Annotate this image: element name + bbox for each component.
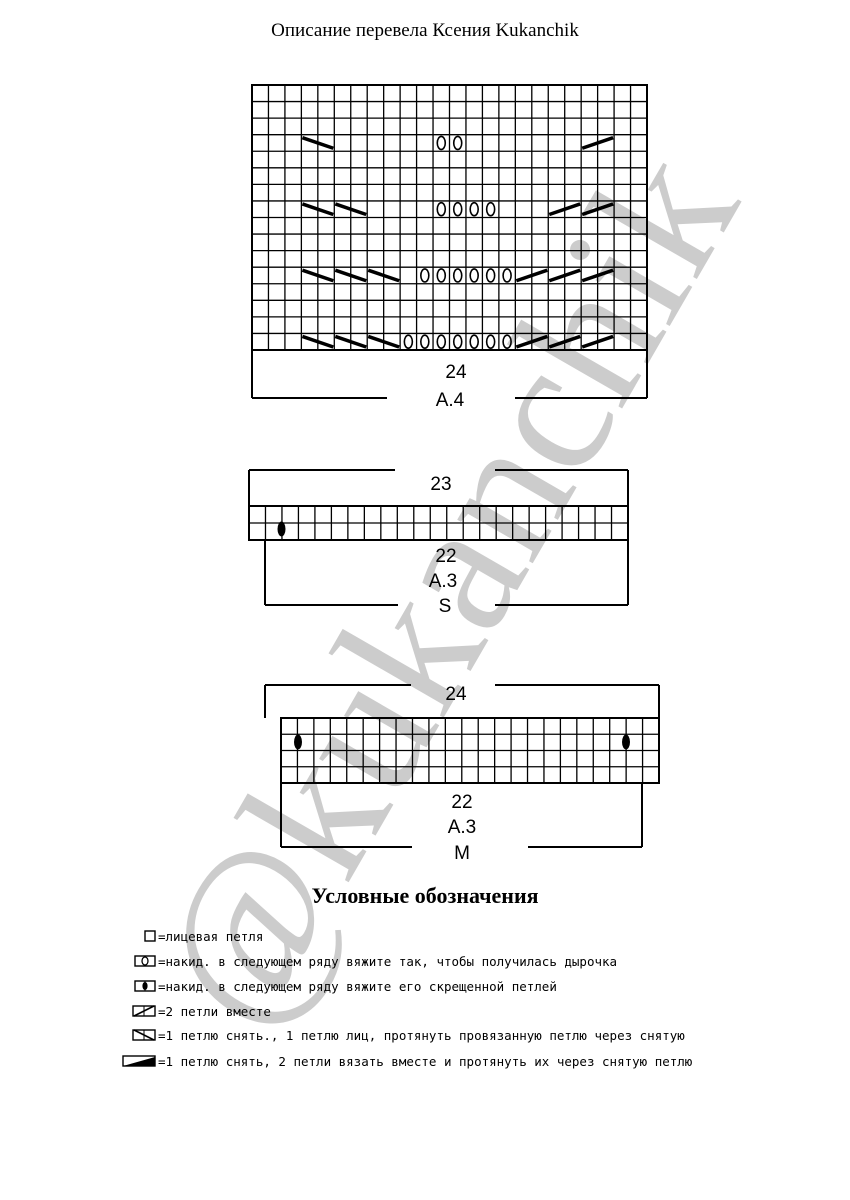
skp-mark	[301, 136, 334, 150]
a3-s-top-label: 23	[430, 474, 451, 495]
skp-icon	[122, 1029, 156, 1041]
legend-item-sk2p: =1 петлю снять, 2 петли вязать вместе и …	[122, 1051, 692, 1071]
skp-mark	[301, 202, 334, 217]
k2tog-mark	[548, 202, 581, 217]
knit-square-icon	[122, 930, 156, 942]
k2tog-icon	[122, 1005, 156, 1017]
yarn-over-eyelet	[420, 334, 430, 350]
a3-m-width-bracket	[280, 783, 643, 848]
a3-m-stitch-grid	[280, 717, 660, 784]
a3-m-twisted-yarn-over-left	[294, 734, 302, 750]
a3-s-width-bracket	[264, 540, 629, 606]
yarn-over-eyelet	[436, 201, 447, 217]
yarn-over-twisted-icon	[122, 980, 156, 992]
yarn-over-eyelet	[452, 201, 463, 217]
yarn-over-eyelet	[452, 268, 463, 283]
yarn-over-eyelet	[436, 334, 447, 350]
yarn-over-eyelet	[452, 334, 463, 350]
a3-s-width-label: 22	[435, 546, 456, 567]
diagram-a3-m: 24 22 A.3 M	[264, 684, 660, 864]
a3-s-size-label: S	[439, 596, 452, 617]
page-title: Описание перевела Ксения Kukanchik	[271, 20, 579, 41]
yarn-over-eyelet	[469, 334, 479, 350]
sk2p-icon	[122, 1055, 156, 1067]
k2tog-mark	[581, 202, 614, 217]
skp-mark	[334, 334, 367, 349]
a3-m-twisted-yarn-over-right	[622, 734, 630, 750]
legend-item-skp: =1 петлю снять., 1 петлю лиц, протянуть …	[122, 1025, 685, 1045]
a4-width-bracket	[251, 350, 648, 399]
yarn-over-eyelet	[485, 201, 496, 217]
yarn-over-eyelet	[502, 334, 512, 350]
legend-item-label: =накид. в следующем ряду вяжите его скре…	[158, 978, 557, 994]
yarn-over-eyelet	[436, 135, 447, 151]
a3-s-chart-name: A.3	[429, 571, 458, 592]
skp-mark	[301, 268, 334, 283]
a4-stitch-grid	[251, 84, 648, 351]
yarn-over-eyelet	[485, 268, 496, 283]
yarn-over-eyelet	[485, 334, 496, 350]
a4-chart-name: A.4	[436, 390, 465, 411]
legend-item-label: =1 петлю снять, 2 петли вязать вместе и …	[158, 1053, 693, 1069]
a3-m-size-label: M	[454, 843, 470, 864]
legend-item-label: =лицевая петля	[158, 928, 264, 944]
k2tog-mark	[548, 334, 581, 349]
k2tog-mark	[581, 334, 614, 349]
a3-m-chart-name: A.3	[448, 817, 477, 838]
yarn-over-eyelet-icon	[122, 955, 156, 967]
k2tog-mark	[581, 268, 614, 283]
chart-diagrams: 24 A.4 23 22 A.3 S 24	[248, 84, 660, 864]
legend-item-yarn-over-eyelet: =накид. в следующем ряду вяжите так, что…	[122, 951, 617, 971]
yarn-over-eyelet	[469, 201, 479, 217]
skp-mark	[334, 202, 367, 217]
a4-width-label: 24	[445, 362, 467, 383]
legend-item-knit: =лицевая петля	[122, 926, 263, 946]
yarn-over-eyelet	[436, 268, 447, 283]
diagram-a4: 24 A.4	[251, 84, 648, 411]
diagram-a3-s: 23 22 A.3 S	[248, 469, 629, 617]
legend-item-yarn-over-twisted: =накид. в следующем ряду вяжите его скре…	[122, 976, 557, 996]
a3-s-stitch-grid	[248, 505, 629, 541]
yarn-over-eyelet	[502, 268, 512, 283]
legend-item-k2tog: =2 петли вместе	[122, 1001, 271, 1021]
a3-m-width-label: 22	[451, 792, 472, 813]
legend-item-label: =2 петли вместе	[158, 1003, 271, 1019]
yarn-over-eyelet	[403, 334, 414, 350]
k2tog-mark	[548, 268, 581, 283]
legend-title: Условные обозначения	[311, 883, 539, 908]
legend-item-label: =1 петлю снять., 1 петлю лиц, протянуть …	[158, 1027, 685, 1043]
k2tog-mark	[515, 268, 548, 283]
a3-s-twisted-yarn-over	[277, 521, 286, 537]
a4-symbols	[301, 135, 614, 350]
a3-s-top-bracket	[248, 469, 629, 506]
a3-m-top-label: 24	[445, 684, 467, 705]
k2tog-mark	[581, 136, 614, 150]
skp-mark	[334, 268, 367, 283]
skp-mark	[367, 334, 400, 349]
k2tog-mark	[515, 334, 548, 349]
a3-m-top-bracket	[264, 684, 660, 718]
skp-mark	[301, 334, 334, 349]
skp-mark	[367, 268, 400, 283]
yarn-over-eyelet	[452, 135, 463, 151]
yarn-over-eyelet	[469, 268, 479, 283]
legend-item-label: =накид. в следующем ряду вяжите так, что…	[158, 953, 618, 969]
yarn-over-eyelet	[420, 268, 430, 283]
